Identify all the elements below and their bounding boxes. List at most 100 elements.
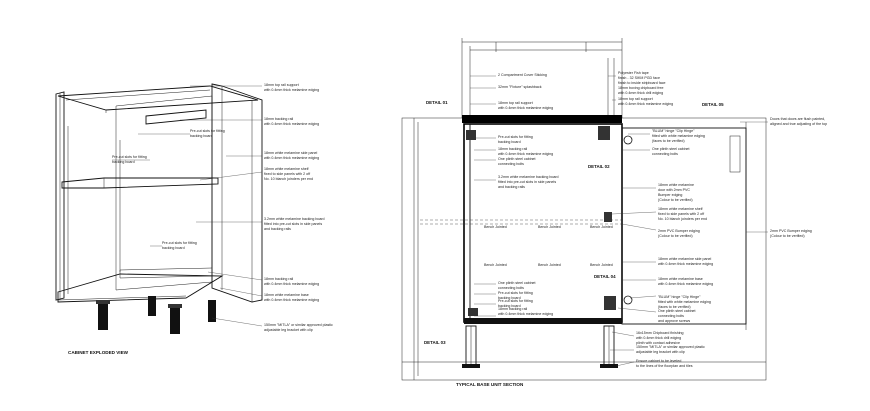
section-right-note-12: Doors that doors are flush painted, — [770, 117, 825, 121]
section-right-note-3: (faces to be verified) — [652, 139, 685, 143]
shelf — [61, 177, 219, 189]
exploded-note-6: No. 10 blanch joinders per end — [264, 177, 313, 181]
section-right-note-2: 18mm top rail support — [618, 97, 653, 101]
worktop — [462, 115, 622, 123]
section-top-note-8: Pre-cut slots for fitting — [498, 291, 533, 295]
joint-label-2: Bench Jointed — [538, 225, 561, 229]
section-top-note-10: One plinth steel cabinet — [498, 281, 536, 285]
section-right-note-1: finish to inside stripboard face — [618, 81, 666, 85]
section-right-note-5: 18mm white melamine — [658, 183, 694, 187]
exploded-note-8: backing board — [162, 246, 185, 250]
exploded-note-9: with 0.4mm thick melamine edging — [264, 282, 319, 286]
section-top-note-9: 18mm backing rail — [498, 307, 527, 311]
section-top-note-2: 32mm "Fixture" splashback — [498, 85, 542, 89]
section-right-note-7: (Colour to be verified) — [658, 234, 693, 238]
joint-label-3: Bench Jointed — [590, 225, 613, 229]
section-right-note-6: No. 10 blanch joinders per end — [658, 217, 707, 221]
section-top-note-6: One plinth steel cabinet — [498, 157, 536, 161]
exploded-note-7: 3.2mm white melamine backing board — [264, 217, 325, 221]
exploded-note-10: with 0.4mm thick melamine edging — [264, 298, 319, 302]
detail-04-label: DETAIL 04 — [594, 274, 616, 279]
section-right-note-3: fitted with white melamine edging — [652, 134, 705, 138]
section-top-note-8: backing board — [498, 296, 521, 300]
exploded-note-9: 18mm backing rail — [264, 277, 293, 281]
joint-label-6: Bench Jointed — [590, 263, 613, 267]
section-right-note-6: 18mm white melamine shelf — [658, 207, 703, 211]
section-right-note-9: 18mm white melamine base — [658, 277, 703, 281]
section-right-note-8: with 0.4mm thick melamine edging — [658, 262, 713, 266]
section-view-title: TYPICAL BASE UNIT SECTION — [456, 382, 524, 387]
section-top-note-9: with 0.4mm thick melamine edging — [498, 312, 553, 316]
exploded-note-6: 18mm white melamine shelf — [264, 167, 309, 171]
section-top-note-11: Pre-cut slots for fitting — [498, 299, 533, 303]
section-top-note-3: with 0.4mm thick melamine edging — [498, 106, 553, 110]
section-right-note-1: with 0.4mm thick drill edging — [618, 91, 663, 95]
section-right-note-4: connecting bolts — [652, 152, 678, 156]
dimension-lines — [461, 38, 623, 118]
section-right-note-5: door with 2mm PVC — [658, 188, 690, 192]
exploded-note-11: 150mm "MITLA" or similar approved plasti… — [264, 323, 333, 327]
section-leaders — [470, 75, 768, 367]
detail-05-label: DETAIL 05 — [702, 102, 724, 107]
section-right-note-8: 18mm white melamine side panel — [658, 257, 712, 261]
exploded-note-2: 18mm backing rail — [264, 117, 293, 121]
top-rail — [57, 85, 259, 111]
backing-rail-top — [145, 109, 207, 125]
joint-label-4: Bench Jointed — [484, 263, 507, 267]
right-side-panel — [211, 83, 263, 303]
section-right-note-10: fitted with white melamine edging — [658, 300, 711, 304]
door — [621, 127, 747, 325]
joint-label-1: Bench Jointed — [484, 225, 507, 229]
section-right-note-5: (Colour to be verified) — [658, 198, 693, 202]
section-top-note-4: backing board — [498, 140, 521, 144]
section-right-note-5: Bumper edging — [658, 193, 682, 197]
exploded-note-1: with 0.4mm thick melamine edging — [264, 88, 319, 92]
section-right-note-13: (Colour to be verified) — [770, 234, 805, 238]
exploded-note-5: 18mm white melamine side panel — [264, 151, 318, 155]
section-top-note-11: backing board — [498, 304, 521, 308]
section-right-note-14: plinth with contact adhesive — [636, 341, 680, 345]
section-right-note-7: 2mm PVC Bumper edging — [658, 229, 700, 233]
section-right-note-12: aligned and true adjusting of the top — [770, 122, 827, 126]
section-right-note-14: with 0.4mm thick drill edging — [636, 336, 681, 340]
section-top-note-1: 2 Compartment Cover Sticking — [498, 73, 547, 77]
section-right-note-15: adjustable leg bracket with clip — [636, 350, 685, 354]
section-right-note-6: fixed to side panels with 2 off — [658, 212, 704, 216]
base-line — [464, 318, 622, 324]
section-view: 2 Compartment Cover Sticking 32mm "Fixtur… — [401, 38, 827, 387]
section-right-note-16: to the lines of the floorplan and tiles — [636, 364, 693, 368]
section-right-note-11: and approve screws — [658, 319, 690, 323]
detail-01-label: DETAIL 01 — [426, 100, 448, 105]
section-right-note-2: with 0.4mm thick melamine edging — [618, 102, 673, 106]
section-top-note-6: connecting bolts — [498, 162, 524, 166]
exploded-note-11: adjustable leg bracket with clip — [264, 328, 313, 332]
adjustable-legs — [96, 296, 216, 334]
backing-board — [115, 95, 213, 291]
exploded-note-6: fixed to side panels with 2 off — [264, 172, 310, 176]
section-top-note-7: and backing rails — [498, 185, 525, 189]
exploded-leaders — [112, 85, 263, 327]
exploded-note-4: backing board — [112, 160, 135, 164]
section-right-note-1: finish - 32 SIKM PGD face — [618, 76, 660, 80]
section-right-note-15: 150mm "MITLA" or similar approved plasti… — [636, 345, 705, 349]
exploded-note-10: 18mm white melamine base — [264, 293, 309, 297]
detail-02-label: DETAIL 02 — [588, 164, 610, 169]
section-right-note-3: "BLUM" hinge "Clip Hinge" — [652, 129, 695, 133]
exploded-note-7: and backing rails — [264, 227, 291, 231]
section-top-note-5: 18mm backing rail — [498, 147, 527, 151]
section-right-note-1: Polyester Fish tape — [618, 71, 649, 75]
exploded-note-2: with 0.4mm thick melamine edging — [264, 122, 319, 126]
exploded-note-7: fitted into pre-cut slots in side panels — [264, 222, 322, 226]
section-top-note-7: fitted into pre-cut slots in side panels — [498, 180, 556, 184]
left-side-panel — [55, 91, 65, 301]
joint-label-5: Bench Jointed — [538, 263, 561, 267]
exploded-view-title: CABINET EXPLODED VIEW — [68, 350, 129, 355]
section-right-note-9: with 0.4mm thick melamine edging — [658, 282, 713, 286]
exploded-note-3: Pre-cut slots for fitting — [190, 129, 225, 133]
detail-03-label: DETAIL 03 — [424, 340, 446, 345]
section-top-note-5: with 0.4mm thick melamine edging — [498, 152, 553, 156]
